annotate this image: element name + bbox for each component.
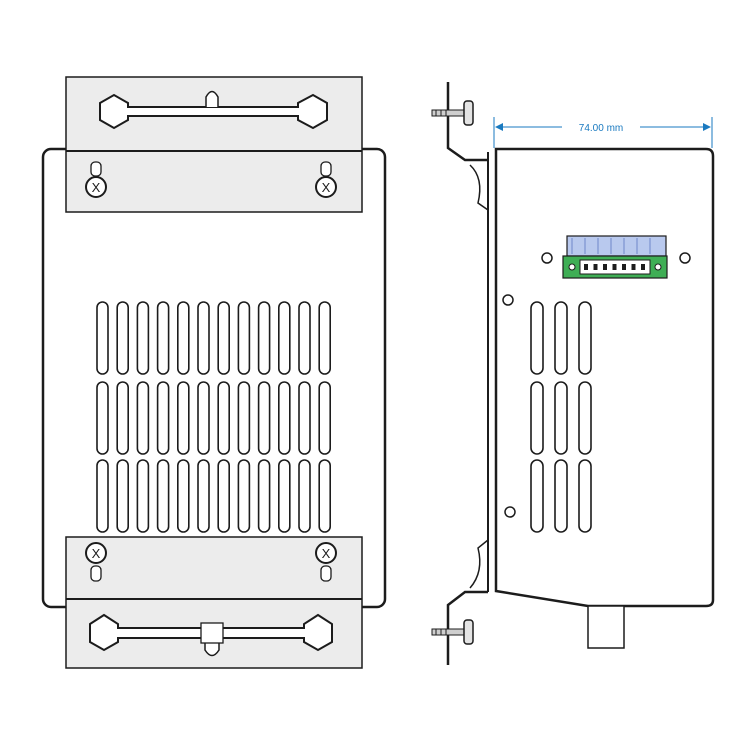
screw-top-left bbox=[85, 176, 107, 198]
screw-bottom-left bbox=[85, 542, 107, 564]
side-vent-slot bbox=[554, 381, 568, 455]
width-dimension: 74.00 mm bbox=[493, 117, 713, 148]
terminal-pin bbox=[593, 264, 598, 270]
side-vent-slot bbox=[530, 301, 544, 375]
front-vent-slot bbox=[96, 381, 109, 455]
side-vent-slot bbox=[530, 459, 544, 533]
front-vent-slot bbox=[136, 459, 150, 533]
front-vent-slot bbox=[96, 301, 109, 375]
top-bracket-notch bbox=[205, 90, 219, 107]
front-vent-slot bbox=[116, 301, 129, 375]
front-vent-slot bbox=[156, 459, 170, 533]
side-vent-slot bbox=[578, 381, 592, 455]
front-vent-slot bbox=[298, 459, 311, 533]
front-vent-slot bbox=[237, 301, 251, 375]
side-body bbox=[494, 147, 715, 608]
front-vent-slot bbox=[116, 459, 129, 533]
front-vent-slot bbox=[277, 301, 291, 375]
front-vent-slot bbox=[116, 381, 129, 455]
front-vent-slot bbox=[318, 381, 332, 455]
side-vent-slot bbox=[578, 301, 592, 375]
front-vent-slot bbox=[136, 301, 150, 375]
screw-bottom-left-label: X bbox=[92, 546, 101, 561]
side-vent-slot bbox=[578, 459, 592, 533]
terminal-pin bbox=[603, 264, 607, 270]
front-vent-slot bbox=[136, 381, 150, 455]
terminal-pins bbox=[571, 238, 651, 270]
screw-top-right-label: X bbox=[322, 180, 331, 195]
side-top-screw bbox=[431, 100, 474, 126]
side-screw-upper bbox=[502, 294, 514, 306]
front-vent-slot bbox=[257, 459, 271, 533]
front-vent-slot bbox=[217, 301, 230, 375]
front-vent-slot bbox=[277, 381, 291, 455]
side-vent-grid bbox=[530, 301, 592, 533]
front-vent-slot bbox=[318, 301, 332, 375]
front-vent-slot bbox=[217, 459, 230, 533]
side-screw-terminal-right bbox=[679, 252, 691, 264]
front-vent-slot bbox=[277, 459, 291, 533]
terminal-pin bbox=[612, 264, 617, 270]
screw-top-left-label: X bbox=[92, 180, 101, 195]
side-vent-slot bbox=[554, 459, 568, 533]
bottom-mounting-bracket: X X bbox=[65, 536, 363, 669]
front-vent-slot bbox=[197, 459, 210, 533]
terminal-block-plug bbox=[566, 235, 667, 257]
front-vent-slot bbox=[156, 301, 170, 375]
front-vent-grid bbox=[96, 301, 332, 533]
screw-bottom-right-label: X bbox=[322, 546, 331, 561]
front-vent-slot bbox=[298, 381, 311, 455]
side-vent-slot bbox=[530, 381, 544, 455]
front-vent-slot bbox=[318, 459, 332, 533]
terminal-pin bbox=[641, 264, 645, 270]
screw-top-right bbox=[315, 176, 337, 198]
front-vent-slot bbox=[197, 301, 210, 375]
terminal-block bbox=[562, 235, 668, 279]
side-vent-slot bbox=[554, 301, 568, 375]
front-vent-slot bbox=[177, 381, 190, 455]
top-mounting-slot bbox=[99, 93, 328, 130]
screw-bottom-right bbox=[315, 542, 337, 564]
side-view: 74.00 mm bbox=[431, 82, 715, 665]
front-vent-slot bbox=[298, 301, 311, 375]
side-bottom-screw bbox=[431, 619, 474, 645]
side-bottom-connector bbox=[587, 605, 625, 649]
top-mounting-bracket: X X bbox=[65, 76, 363, 213]
terminal-pin bbox=[622, 264, 626, 270]
width-dimension-label: 74.00 mm bbox=[579, 123, 623, 134]
front-vent-slot bbox=[237, 459, 251, 533]
front-vent-slot bbox=[177, 301, 190, 375]
side-screw-lower bbox=[504, 506, 516, 518]
front-vent-slot bbox=[217, 381, 230, 455]
front-vent-slot bbox=[177, 459, 190, 533]
front-vent-slot bbox=[237, 381, 251, 455]
front-view: X X X X bbox=[41, 76, 387, 669]
front-vent-slot bbox=[156, 381, 170, 455]
front-vent-slot bbox=[257, 301, 271, 375]
terminal-pin bbox=[631, 264, 636, 270]
terminal-pin bbox=[584, 264, 588, 270]
front-vent-slot bbox=[96, 459, 109, 533]
front-vent-slot bbox=[197, 381, 210, 455]
side-screw-terminal-left bbox=[541, 252, 553, 264]
front-vent-slot bbox=[257, 381, 271, 455]
